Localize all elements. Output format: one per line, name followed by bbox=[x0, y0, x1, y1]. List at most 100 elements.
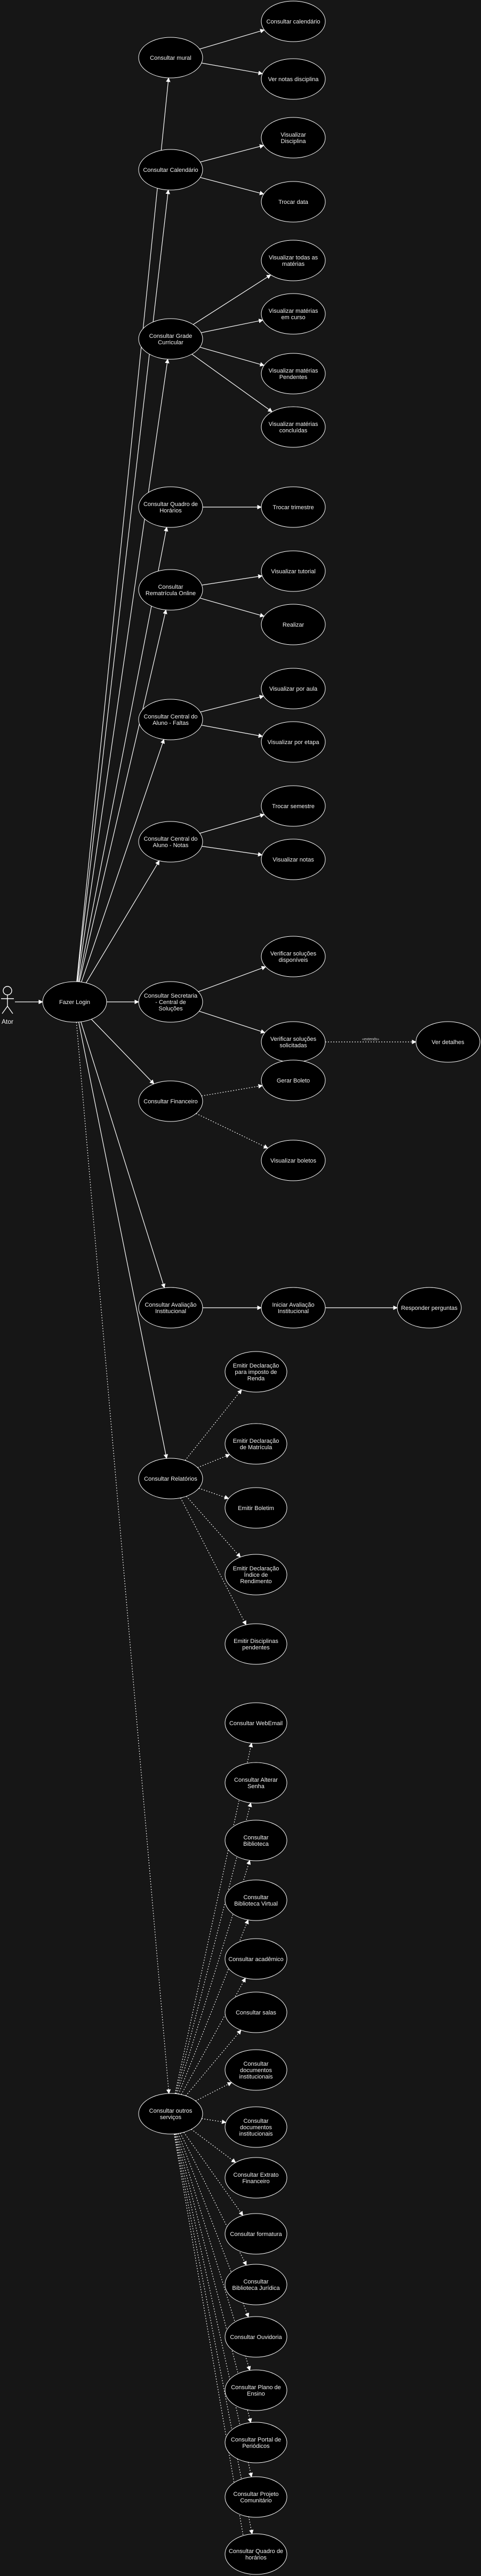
actor-right-leg bbox=[7, 1006, 13, 1014]
use-case-ver_notas_disc: Ver notas disciplina bbox=[261, 58, 326, 100]
use-case-label: Trocar data bbox=[278, 199, 309, 206]
use-case-label: Consultar acadêmico bbox=[228, 1956, 283, 1963]
use-case-label: Emitir Boletim bbox=[238, 1505, 274, 1512]
use-case-vis_etapa: Visualizar por etapa bbox=[261, 721, 326, 763]
use-case-label: Trocar semestre bbox=[272, 803, 315, 810]
use-case-ellipse bbox=[138, 2093, 203, 2135]
use-case-vis_notas: Visualizar notas bbox=[261, 839, 326, 880]
edge-grade-to-vis_todas bbox=[193, 274, 271, 325]
use-case-ellipse bbox=[225, 2049, 287, 2091]
use-case-ellipse bbox=[225, 1938, 287, 1980]
use-case-ellipse bbox=[261, 406, 326, 448]
use-case-ellipse bbox=[225, 1702, 287, 1744]
use-case-ellipse bbox=[225, 1762, 287, 1804]
edge-login-to-financeiro bbox=[91, 1018, 155, 1085]
edge-outros-to-alterar_senha bbox=[175, 1802, 252, 2094]
use-case-label: Consultar Ouvidoria bbox=[230, 2334, 282, 2341]
use-case-mural: Consultar mural bbox=[138, 37, 203, 78]
use-case-ellipse bbox=[225, 1820, 287, 1861]
use-case-ellipse bbox=[261, 785, 326, 827]
edge-calendario-to-vis_disc bbox=[200, 144, 264, 163]
edge-login-to-mural bbox=[76, 77, 171, 982]
use-case-webmail: Consultar WebEmail bbox=[225, 1702, 287, 1744]
use-case-ellipse bbox=[261, 117, 326, 159]
edge-outros-to-docs1 bbox=[195, 2082, 233, 2101]
edge-faltas-to-vis_etapa bbox=[201, 724, 263, 738]
use-case-label: Consultar salas bbox=[236, 2010, 276, 2016]
edge-outros-to-quadro_hor bbox=[174, 2134, 254, 2535]
use-case-ellipse bbox=[261, 181, 326, 223]
use-case-emitir_boletim: Emitir Boletim bbox=[225, 1487, 287, 1529]
edge-login-to-notas bbox=[85, 860, 160, 983]
edge-mural-to-ver_notas_disc bbox=[201, 62, 263, 75]
edge-outros-to-webmail bbox=[174, 1742, 253, 2094]
edge-relatorios-to-decl_matr bbox=[197, 1453, 230, 1468]
use-case-label: Responder perguntas bbox=[401, 1305, 458, 1311]
use-case-ellipse bbox=[261, 353, 326, 394]
use-case-ellipse bbox=[138, 1458, 203, 1499]
use-case-label: Gerar Boleto bbox=[277, 1078, 310, 1084]
edge-outros-to-ouvidoria bbox=[178, 2133, 250, 2318]
use-case-ellipse bbox=[225, 2422, 287, 2463]
use-case-ellipse bbox=[261, 1287, 326, 1329]
actor-label: Ator bbox=[2, 1018, 13, 1025]
use-case-trocar_data: Trocar data bbox=[261, 181, 326, 223]
use-case-ellipse bbox=[415, 1021, 480, 1063]
edge-login-to-relatorios bbox=[78, 1022, 169, 1459]
use-case-ellipse bbox=[138, 981, 203, 1023]
edge-calendario-to-trocar_data bbox=[200, 177, 264, 195]
use-case-formatura: Consultar formatura bbox=[225, 2213, 287, 2255]
edge-outros-to-extrato bbox=[191, 2129, 236, 2163]
use-case-ellipse bbox=[225, 2533, 287, 2575]
use-case-ellipse bbox=[261, 1140, 326, 1181]
use-case-label: Consultar Financeiro bbox=[143, 1099, 198, 1105]
edge-secretaria-to-ver_sol_disp bbox=[198, 966, 266, 992]
use-case-label: Visualizar por etapa bbox=[267, 739, 319, 746]
edge-login-to-outros bbox=[76, 1022, 171, 2094]
use-case-ellipse bbox=[225, 2106, 287, 2148]
use-case-ellipse bbox=[225, 2369, 287, 2411]
use-case-realizar: Realizar bbox=[261, 604, 326, 645]
use-case-label: Consultar mural bbox=[150, 55, 191, 61]
use-case-ellipse bbox=[261, 668, 326, 709]
use-case-ellipse bbox=[261, 550, 326, 592]
edge-outros-to-docs2 bbox=[202, 2118, 227, 2124]
use-case-label: Consultar Relatórios bbox=[144, 1476, 197, 1482]
edge-grade-to-vis_curso bbox=[201, 319, 263, 333]
use-case-ellipse bbox=[261, 293, 326, 335]
use-case-vis_tutorial: Visualizar tutorial bbox=[261, 550, 326, 592]
use-case-label: Visualizar por aula bbox=[269, 686, 318, 692]
actor-left-leg bbox=[2, 1006, 8, 1014]
use-case-trocar_sem: Trocar semestre bbox=[261, 785, 326, 827]
use-case-ellipse bbox=[261, 240, 326, 281]
use-case-ellipse bbox=[138, 699, 203, 740]
use-case-calendario: Consultar Calendário bbox=[138, 149, 203, 191]
edge-financeiro-to-vis_boletos bbox=[196, 1113, 269, 1149]
edge-notas-to-trocar_sem bbox=[199, 813, 265, 834]
use-case-academico: Consultar acadêmico bbox=[225, 1938, 287, 1980]
use-case-label: Consultar calendário bbox=[267, 19, 320, 25]
